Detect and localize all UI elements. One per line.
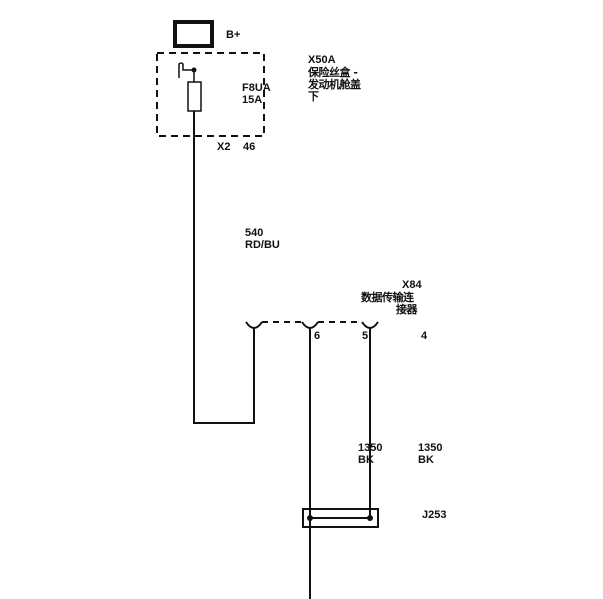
wire-540-rd-bu (193, 111, 255, 424)
fuse-feed-wire (178, 62, 195, 82)
fuse-element (187, 81, 202, 112)
dlc-pin-label: 6 (314, 330, 321, 342)
ground-wire-color: BK (418, 454, 434, 466)
splice-node-left (307, 515, 313, 521)
fuse-box-id: X50A (308, 54, 336, 66)
fuse-box-connector: X2 (217, 141, 231, 153)
ground-wire-color: BK (358, 454, 374, 466)
splice-id: J253 (422, 509, 447, 521)
wire-540-circuit: 540 (245, 227, 264, 239)
wire-540-color: RD/BU (245, 239, 280, 251)
dlc-name-line1: 数据传输连 (361, 291, 414, 304)
dlc-pin-cup-5 (361, 321, 379, 329)
power-label: B+ (226, 29, 241, 41)
ground-wire-circuit: 1350 (358, 442, 383, 454)
dlc-pin-cup-6 (301, 321, 319, 329)
dlc-name-line2: 接器 (396, 303, 418, 316)
fuse-box-name-line3: 下 (308, 90, 319, 103)
dlc-id: X84 (402, 279, 422, 291)
fuse-box-name-line2: 发动机舱盖 (308, 78, 361, 91)
fuse-id: F8UA (242, 82, 271, 94)
ground-wire-circuit: 1350 (418, 442, 443, 454)
fuse-box-outline (156, 52, 265, 137)
fuse-box-name-line1: 保险丝盒 - (308, 66, 358, 79)
fuse-rating: 15A (242, 94, 263, 106)
dlc-pin-label: 4 (421, 330, 428, 342)
dlc-pin-label: 5 (362, 330, 369, 342)
splice-node-right (367, 515, 373, 521)
fuse-box-pin: 46 (243, 141, 256, 153)
fuse-feed-node (191, 67, 197, 73)
splice-j253-box (302, 508, 379, 528)
battery-positive-symbol (173, 20, 214, 48)
dlc-pin-cup-16 (245, 321, 263, 329)
